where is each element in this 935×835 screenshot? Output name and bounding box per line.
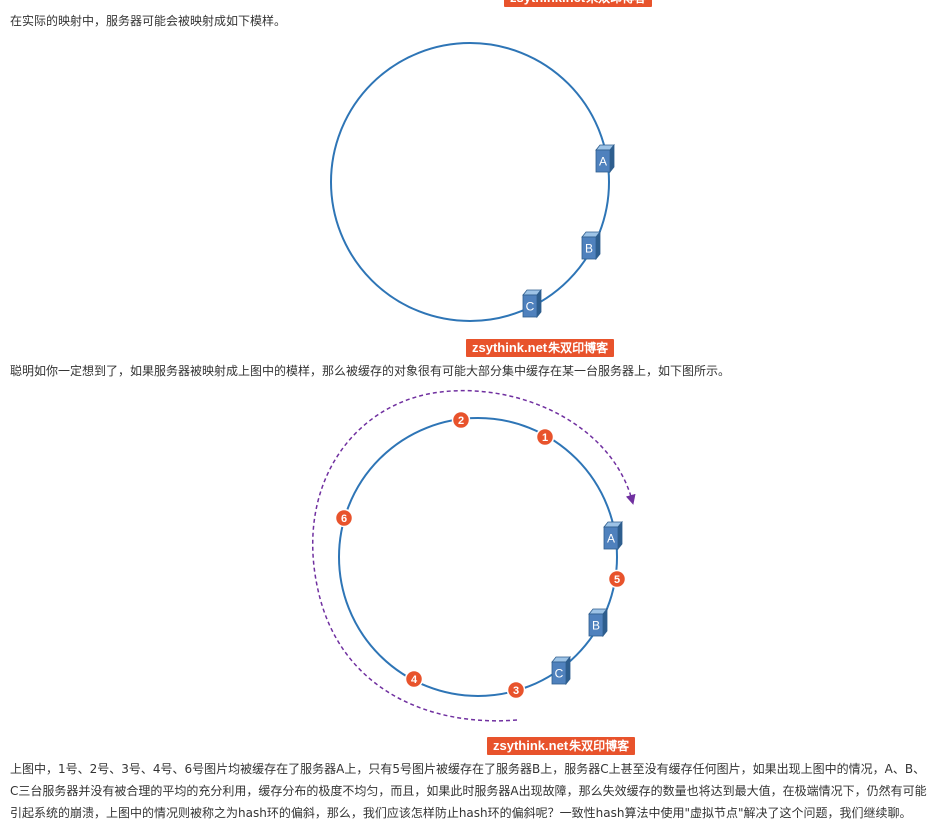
server-node-c: C [522, 288, 542, 319]
hash-ring-diagram-2: A B C 1 2 3 4 [312, 389, 636, 722]
server-label: A [599, 155, 607, 169]
server-node-c: C [551, 655, 571, 686]
server-label: C [555, 667, 564, 681]
watermark-en: zsythink.net [493, 738, 569, 753]
server-node-a: A [595, 143, 615, 174]
server-node-b: B [588, 607, 608, 638]
watermark-top: zsythink.net朱双印博客 [504, 0, 653, 7]
server-label: C [526, 300, 535, 314]
server-node-a: A [603, 520, 623, 551]
image-label: 2 [458, 415, 464, 427]
watermark-en: zsythink.net [510, 0, 585, 5]
image-label: 4 [411, 674, 418, 686]
image-marker-2: 2 [451, 410, 471, 430]
watermark-cn: 朱双印博客 [548, 341, 609, 355]
watermark-middle: zsythink.net朱双印博客 [466, 339, 615, 357]
server-label: A [607, 532, 615, 546]
hash-ring-diagram-1: A B C [330, 42, 615, 322]
image-label: 5 [614, 574, 620, 586]
intro-paragraph: 在实际的映射中，服务器可能会被映射成如下模样。 [10, 14, 287, 28]
server-node-b: B [581, 230, 601, 261]
watermark-cn: 朱双印博客 [586, 0, 646, 5]
hash-ring [338, 417, 618, 697]
image-label: 3 [513, 685, 519, 697]
explanation-paragraph: 聪明如你一定想到了，如果服务器被映射成上图中的模样，那么被缓存的对象很有可能大部… [10, 364, 731, 378]
image-label: 1 [542, 432, 548, 444]
image-label: 6 [341, 513, 347, 525]
watermark-en: zsythink.net [472, 340, 548, 355]
server-label: B [585, 242, 593, 256]
watermark-bottom: zsythink.net朱双印博客 [487, 737, 636, 755]
image-marker-4: 4 [404, 669, 424, 689]
hash-ring [330, 42, 610, 322]
image-marker-5: 5 [607, 569, 627, 589]
watermark-cn: 朱双印博客 [569, 739, 630, 753]
image-marker-6: 6 [334, 508, 354, 528]
image-marker-3: 3 [506, 680, 526, 700]
server-label: B [592, 619, 600, 633]
image-marker-1: 1 [535, 427, 555, 447]
direction-arrow [312, 389, 636, 722]
conclusion-paragraph: 上图中，1号、2号、3号、4号、6号图片均被缓存在了服务器A上，只有5号图片被缓… [10, 762, 927, 820]
